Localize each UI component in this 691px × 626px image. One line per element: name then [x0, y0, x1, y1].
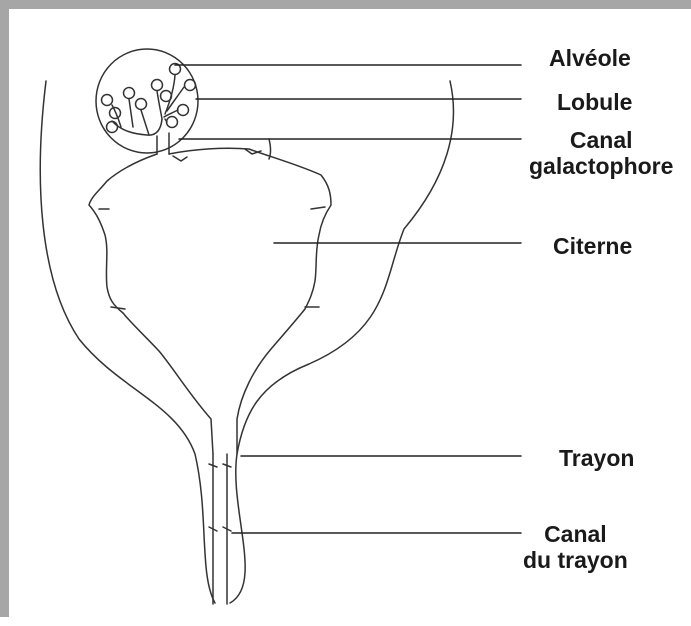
label-canal-galactophore-line2: galactophore [529, 153, 673, 179]
label-lobule: Lobule [557, 89, 632, 115]
alveolus [152, 80, 163, 91]
lobule-duct [141, 110, 149, 135]
alveolus [185, 80, 196, 91]
cistern-branch [269, 139, 271, 159]
alveolus [167, 117, 178, 128]
label-canal-du-trayon-line2: du trayon [523, 547, 628, 573]
lobule-duct [129, 99, 133, 127]
label-citerne: Citerne [553, 233, 632, 259]
cistern-wall-left [89, 154, 213, 454]
udder-outer-wall-left [40, 81, 215, 603]
alveolus [107, 122, 118, 133]
label-canal-du-trayon-line1: Canal [523, 521, 628, 547]
label-trayon: Trayon [559, 445, 634, 471]
lobule-duct [165, 75, 175, 114]
alveolus [136, 99, 147, 110]
cistern-wall-right [169, 148, 331, 454]
cistern-branch [111, 307, 125, 309]
label-alveole: Alvéole [549, 45, 631, 71]
label-canal-galactophore: Canal galactophore [529, 127, 673, 179]
udder-outer-wall-right [230, 81, 453, 603]
label-canal-du-trayon: Canal du trayon [523, 521, 628, 573]
alveolus [124, 88, 135, 99]
cistern-branch [311, 207, 325, 209]
alveolus [102, 95, 113, 106]
label-canal-galactophore-line1: Canal [529, 127, 673, 153]
cistern-branch [173, 156, 187, 161]
alveolus [178, 105, 189, 116]
alveolus [110, 108, 121, 119]
